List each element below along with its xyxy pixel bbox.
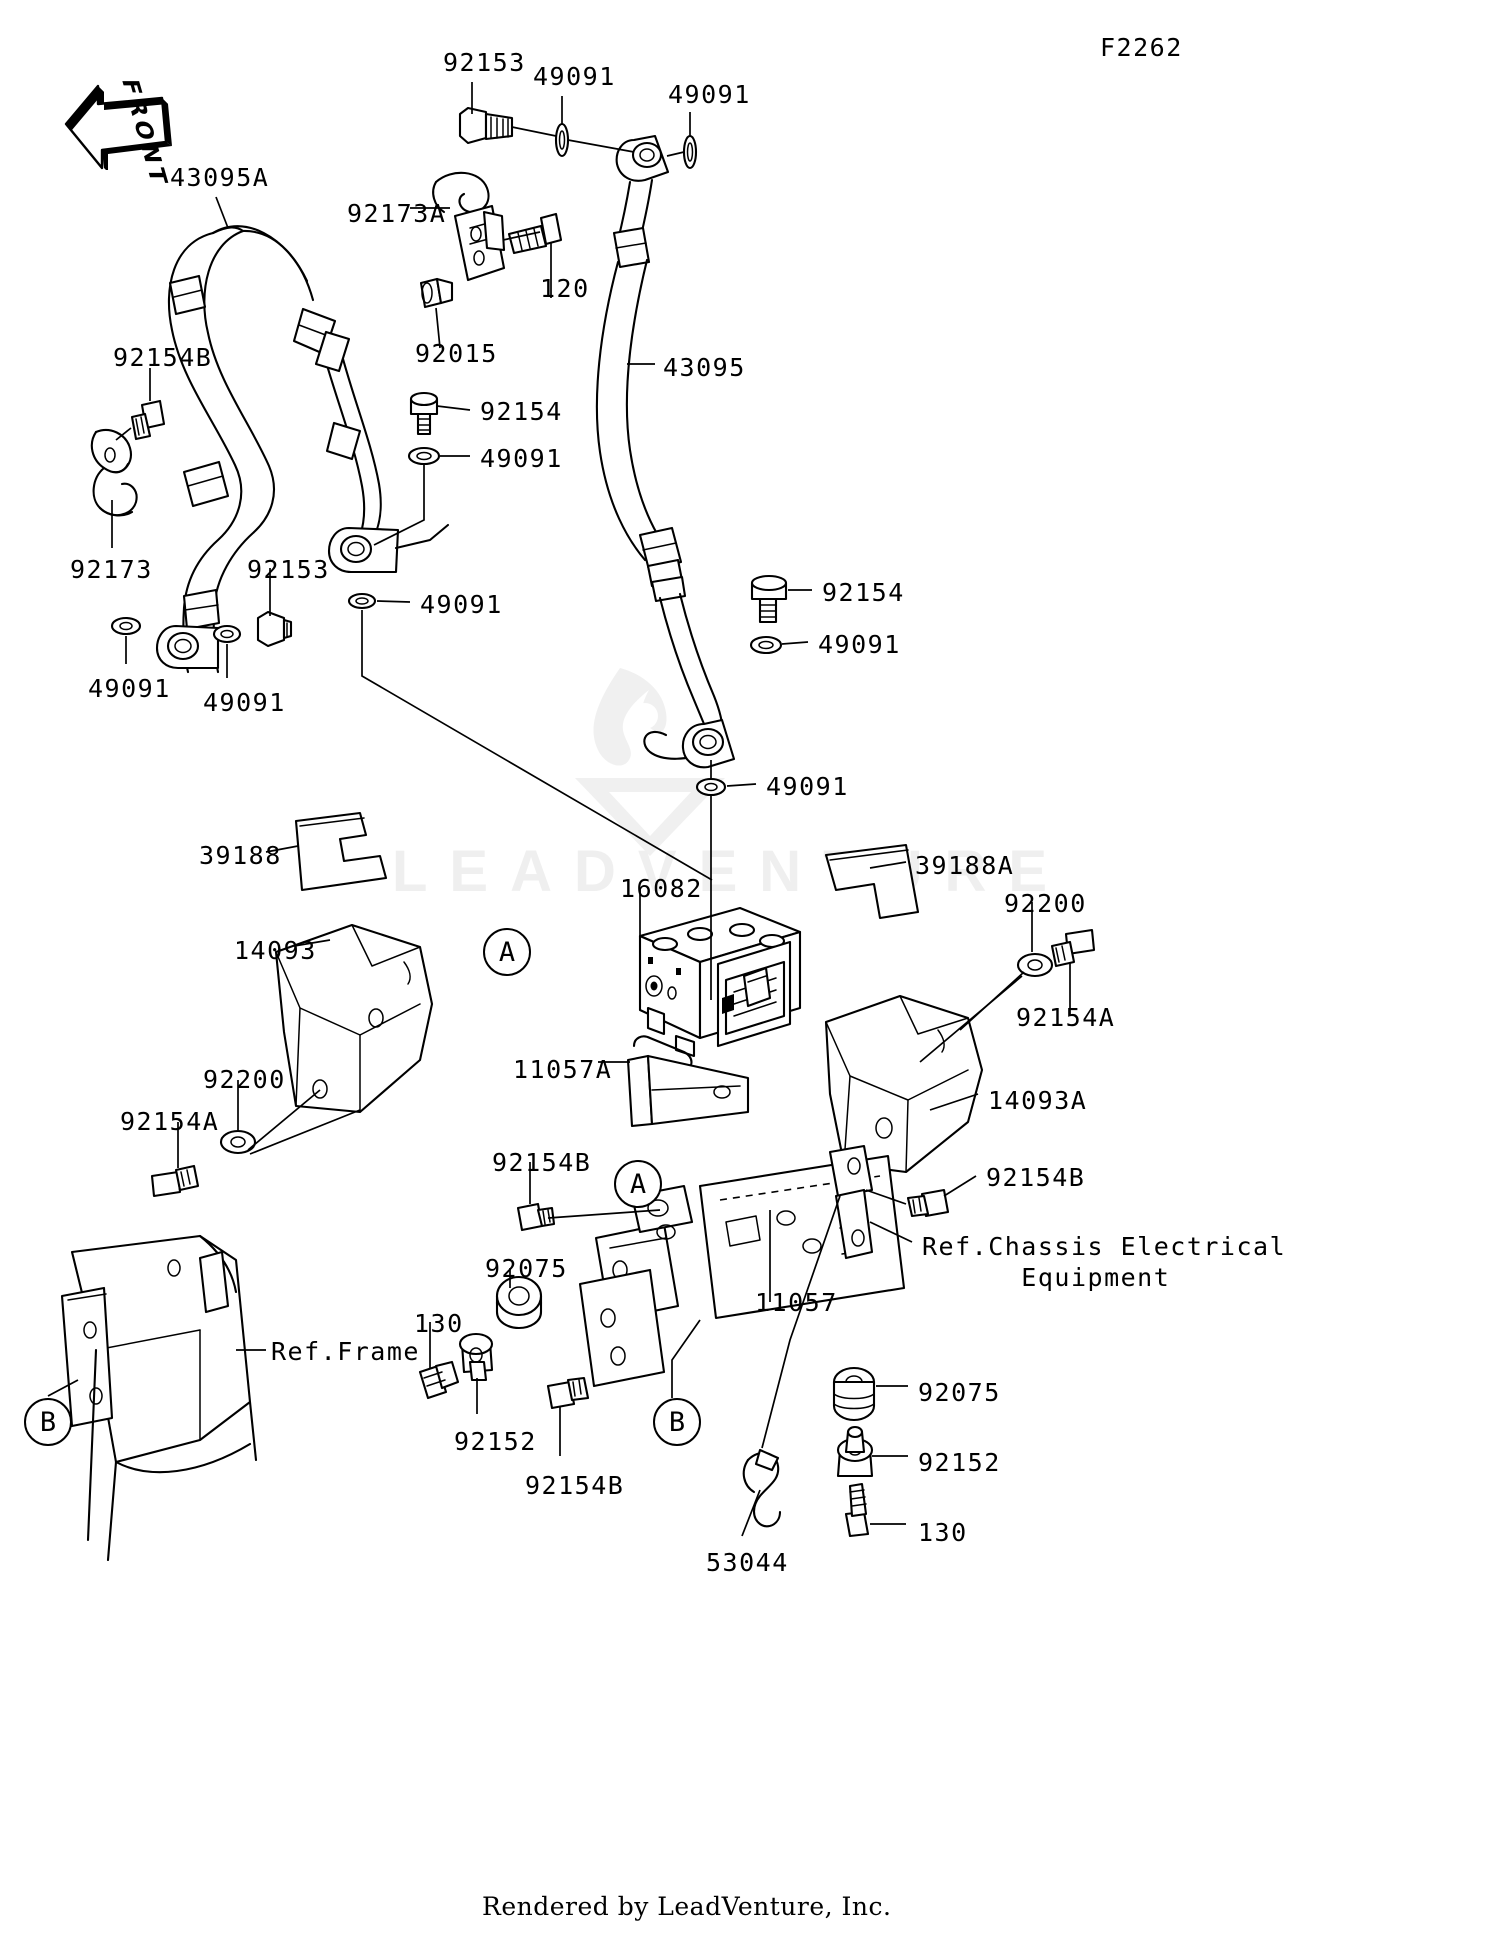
part-label-53044[interactable]: 53044 bbox=[706, 1548, 789, 1577]
marker-b-left: B bbox=[24, 1398, 72, 1446]
reference-frame[interactable]: Ref.Frame bbox=[271, 1337, 420, 1366]
part-92015-nut bbox=[419, 277, 454, 309]
part-label-92154B-right[interactable]: 92154B bbox=[986, 1163, 1086, 1192]
reference-chassis-electrical-equipment[interactable]: Ref.Chassis Electrical Equipment bbox=[922, 1232, 1287, 1292]
part-92154-bolt-right bbox=[750, 574, 788, 624]
part-92152-grommet-mid bbox=[458, 1332, 494, 1382]
part-92173A-clamp bbox=[432, 171, 506, 282]
marker-a-top: A bbox=[483, 928, 531, 976]
part-92154B-bolt-mid bbox=[516, 1202, 556, 1232]
part-label-14093[interactable]: 14093 bbox=[234, 936, 317, 965]
part-label-11057[interactable]: 11057 bbox=[755, 1288, 838, 1317]
part-label-92173A[interactable]: 92173A bbox=[347, 199, 447, 228]
part-label-130-right[interactable]: 130 bbox=[918, 1518, 968, 1547]
part-label-43095A[interactable]: 43095A bbox=[170, 163, 270, 192]
part-11057-bracket bbox=[578, 1144, 906, 1388]
part-92075-damper-right bbox=[832, 1366, 876, 1422]
part-14093A-cover bbox=[824, 994, 984, 1174]
part-53044-damper bbox=[742, 1448, 782, 1528]
part-130-screw-mid bbox=[418, 1360, 460, 1400]
part-92200-washer-left bbox=[219, 1129, 257, 1155]
part-label-43095[interactable]: 43095 bbox=[663, 353, 746, 382]
part-label-92173[interactable]: 92173 bbox=[70, 555, 153, 584]
part-49091-washer-e bbox=[749, 635, 783, 655]
part-label-92154B-mid[interactable]: 92154B bbox=[492, 1148, 592, 1177]
part-label-49091-h[interactable]: 49091 bbox=[766, 772, 849, 801]
part-label-130-mid[interactable]: 130 bbox=[414, 1309, 464, 1338]
part-label-92200-left[interactable]: 92200 bbox=[203, 1065, 286, 1094]
part-92154A-bolt-right bbox=[1050, 928, 1096, 968]
part-92173-hose-clamp bbox=[90, 428, 138, 517]
part-label-92153-mid[interactable]: 92153 bbox=[247, 555, 330, 584]
part-label-92075-right[interactable]: 92075 bbox=[918, 1378, 1001, 1407]
footer-credit: Rendered by LeadVenture, Inc. bbox=[482, 1892, 892, 1921]
part-43095A-hose bbox=[155, 225, 450, 674]
part-label-49091-d[interactable]: 49091 bbox=[420, 590, 503, 619]
part-label-92152-right[interactable]: 92152 bbox=[918, 1448, 1001, 1477]
part-49091-washer-d bbox=[347, 592, 377, 610]
part-label-11057A[interactable]: 11057A bbox=[513, 1055, 613, 1084]
part-label-49091-c[interactable]: 49091 bbox=[480, 444, 563, 473]
part-49091-washer-g bbox=[212, 624, 242, 644]
part-130-screw-right bbox=[844, 1482, 870, 1538]
part-92075-damper-mid bbox=[495, 1275, 543, 1330]
ref-frame-part bbox=[60, 1234, 258, 1562]
part-label-16082[interactable]: 16082 bbox=[620, 874, 703, 903]
part-label-49091-f[interactable]: 49091 bbox=[88, 674, 171, 703]
figure-code: F2262 bbox=[1100, 33, 1183, 62]
part-label-49091-a[interactable]: 49091 bbox=[533, 62, 616, 91]
part-label-49091-b[interactable]: 49091 bbox=[668, 80, 751, 109]
part-92153-bolt-mid bbox=[256, 610, 293, 648]
part-label-92154B-bot[interactable]: 92154B bbox=[525, 1471, 625, 1500]
part-92152-grommet-right bbox=[836, 1425, 874, 1478]
part-14093-cover bbox=[274, 923, 434, 1114]
part-label-92152-mid[interactable]: 92152 bbox=[454, 1427, 537, 1456]
part-label-120[interactable]: 120 bbox=[540, 274, 590, 303]
part-label-92075-mid[interactable]: 92075 bbox=[485, 1254, 568, 1283]
part-92154B-bolt-right bbox=[906, 1188, 950, 1218]
part-label-39188A[interactable]: 39188A bbox=[915, 851, 1015, 880]
part-label-49091-g[interactable]: 49091 bbox=[203, 688, 286, 717]
part-92154-bolt-center bbox=[409, 391, 439, 436]
part-92200-washer-right bbox=[1016, 952, 1054, 978]
part-label-92154-mid[interactable]: 92154 bbox=[480, 397, 563, 426]
part-43095-hose bbox=[595, 134, 736, 769]
part-92153-banjo-bolt-top bbox=[458, 106, 514, 145]
front-direction-marker: FRONT bbox=[58, 79, 173, 187]
part-label-92015[interactable]: 92015 bbox=[415, 339, 498, 368]
part-92154B-bolt-left bbox=[130, 399, 166, 441]
part-49091-washer-h bbox=[695, 777, 727, 797]
part-11057A-bracket bbox=[626, 1035, 750, 1128]
part-label-14093A[interactable]: 14093A bbox=[988, 1086, 1088, 1115]
part-92154A-bolt-left bbox=[150, 1164, 200, 1198]
part-39188-pad bbox=[294, 811, 388, 892]
part-39188A-pad bbox=[824, 843, 920, 920]
part-label-92154B-top[interactable]: 92154B bbox=[113, 343, 213, 372]
part-label-92154-right[interactable]: 92154 bbox=[822, 578, 905, 607]
part-label-49091-e[interactable]: 49091 bbox=[818, 630, 901, 659]
part-label-92154A-right[interactable]: 92154A bbox=[1016, 1003, 1116, 1032]
part-label-92200-right[interactable]: 92200 bbox=[1004, 889, 1087, 918]
marker-a-bottom: A bbox=[614, 1160, 662, 1208]
part-49091-washer-center bbox=[407, 446, 441, 466]
part-label-92153-top[interactable]: 92153 bbox=[443, 48, 526, 77]
part-49091-washer-f bbox=[110, 616, 142, 636]
marker-b-bottom: B bbox=[653, 1398, 701, 1446]
leader-lines bbox=[47, 82, 1071, 1537]
part-label-39188[interactable]: 39188 bbox=[199, 841, 282, 870]
part-16082-abs-unit bbox=[638, 906, 802, 1058]
part-92154B-bolt-bottom bbox=[546, 1376, 590, 1410]
part-label-92154A-left[interactable]: 92154A bbox=[120, 1107, 220, 1136]
